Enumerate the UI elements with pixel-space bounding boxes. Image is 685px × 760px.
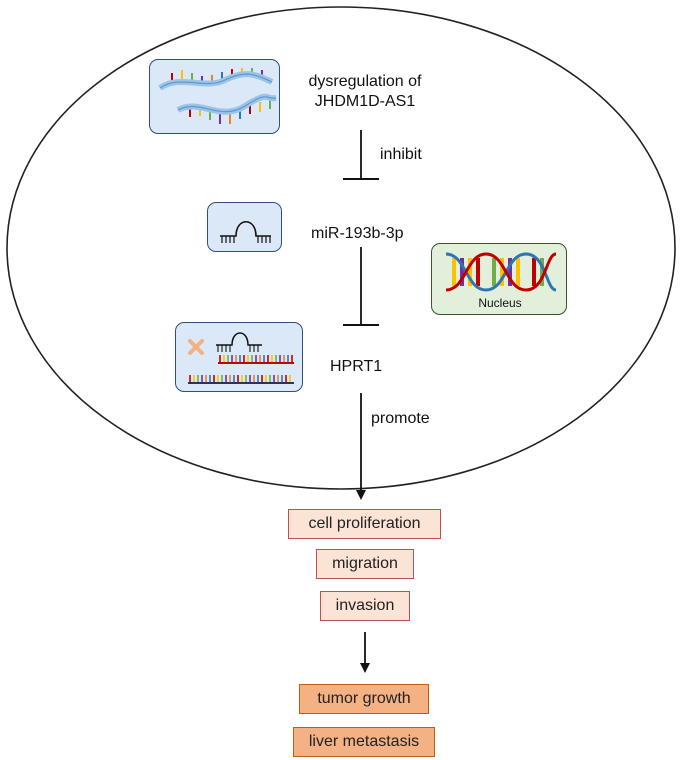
hprt1-icon-panel xyxy=(175,322,303,392)
mirna-label: miR-193b-3p xyxy=(311,225,404,242)
mirna-hairpin-icon xyxy=(220,220,271,243)
nucleus-label: Nucleus xyxy=(478,296,522,310)
outcome-cell-proliferation: cell proliferation xyxy=(288,509,441,539)
cell-outline xyxy=(6,6,676,490)
jhdm-label-line2: JHDM1D-AS1 xyxy=(314,93,416,110)
jhdm-label-line1: dysregulation of xyxy=(308,73,422,90)
promote-label: promote xyxy=(371,410,430,427)
lncrna-icon-panel xyxy=(149,59,280,134)
hprt1-label: HPRT1 xyxy=(330,358,383,375)
outcome-tumor-growth: tumor growth xyxy=(299,684,429,714)
dna-helix-icon xyxy=(445,252,557,292)
outcome-liver-metastasis: liver metastasis xyxy=(293,727,435,757)
inhibit-label: inhibit xyxy=(380,146,422,163)
blocked-cross-icon xyxy=(188,339,204,355)
jhdm1d-as1-label: dysregulation of JHDM1D-AS1 xyxy=(290,72,440,112)
mirna-icon-panel xyxy=(207,202,282,252)
mrna-binding-icon xyxy=(188,332,294,384)
outcome-invasion: invasion xyxy=(320,591,410,621)
outcome-migration: migration xyxy=(316,549,414,579)
nucleus-panel: Nucleus xyxy=(431,243,567,315)
lncrna-icon xyxy=(158,68,277,124)
